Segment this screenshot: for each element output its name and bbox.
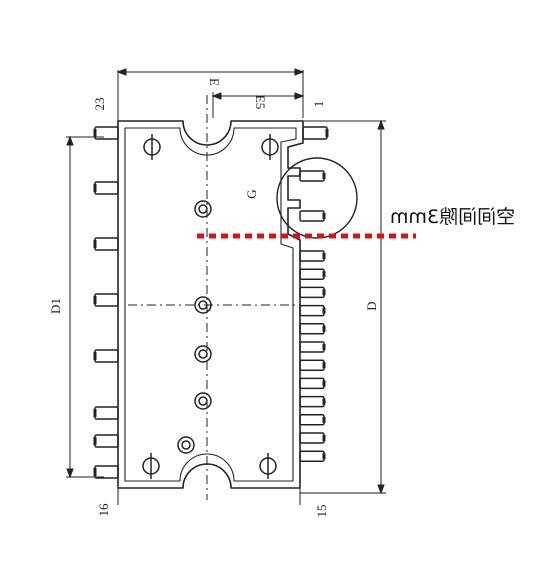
g-detail-circle [276,157,358,239]
pin-icon [299,304,325,317]
label-pin-16: 16 [96,503,111,517]
pin-icon [299,286,325,299]
pin-icon [94,406,119,420]
pin-icon [299,377,325,390]
label-d1: D1 [48,298,63,314]
pin-icon [299,359,325,371]
pin-icon [299,268,325,280]
pin-icon [299,450,325,462]
pin-icon [299,250,325,262]
center-holes [177,200,212,454]
pin-icon [94,349,119,363]
label-d: D [364,301,379,310]
pin-icon [299,341,325,353]
pin-icon [94,237,119,251]
label-e: E [207,78,222,86]
label-e5: E5 [253,95,268,109]
pin-icon [94,434,119,448]
label-g: G [244,189,259,198]
pin-icon [94,181,119,195]
pin-icon [299,210,325,222]
pin-icon [94,293,119,307]
pin-icon [302,126,328,140]
pin-icon [299,170,325,182]
label-pin-15: 15 [314,505,329,518]
pin-icon [299,414,325,426]
pin-icon [299,323,325,335]
package-outline [117,120,304,489]
clearance-annotation: 空间间隙3mm [390,206,515,228]
pin-icon [299,432,325,444]
pin-icon [299,395,325,408]
label-pin-1: 1 [311,101,326,108]
pin-icon [94,465,119,479]
label-pin-23: 23 [92,98,107,111]
package-inner-outline [124,127,297,482]
